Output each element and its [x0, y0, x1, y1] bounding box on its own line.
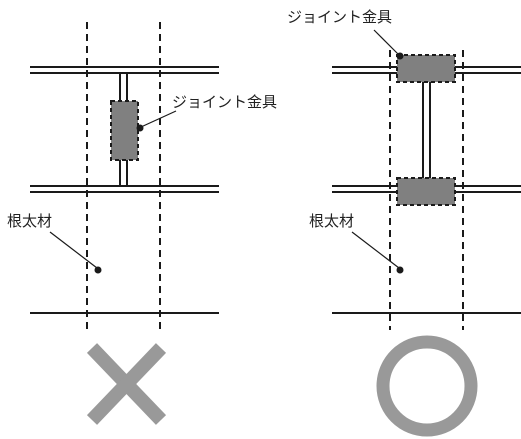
right-joist-leader-dot [396, 266, 404, 274]
right-joist [422, 79, 431, 187]
right-joint-hardware-bottom [396, 177, 456, 206]
right-joist-leader [351, 231, 400, 269]
right-panel: ジョイント金具 根太材 [287, 8, 521, 437]
right-joint-leader [373, 29, 400, 56]
left-panel: ジョイント金具 根太材 [7, 22, 277, 425]
right-joint-hardware-top [396, 54, 456, 83]
left-joist-leader [49, 231, 98, 269]
cross-mark-icon [86, 343, 167, 425]
left-joist-leader-dot [94, 266, 102, 274]
right-joist-label: 根太材 [309, 212, 354, 230]
left-joint-hardware [110, 100, 139, 161]
left-joist-label: 根太材 [7, 212, 52, 230]
circle-mark-icon [376, 335, 478, 437]
left-joint-leader-dot [136, 124, 144, 132]
right-joint-leader-dot [396, 52, 404, 60]
left-joint-label: ジョイント金具 [172, 93, 277, 111]
left-joint-leader [140, 110, 177, 128]
right-joint-label: ジョイント金具 [287, 8, 392, 26]
